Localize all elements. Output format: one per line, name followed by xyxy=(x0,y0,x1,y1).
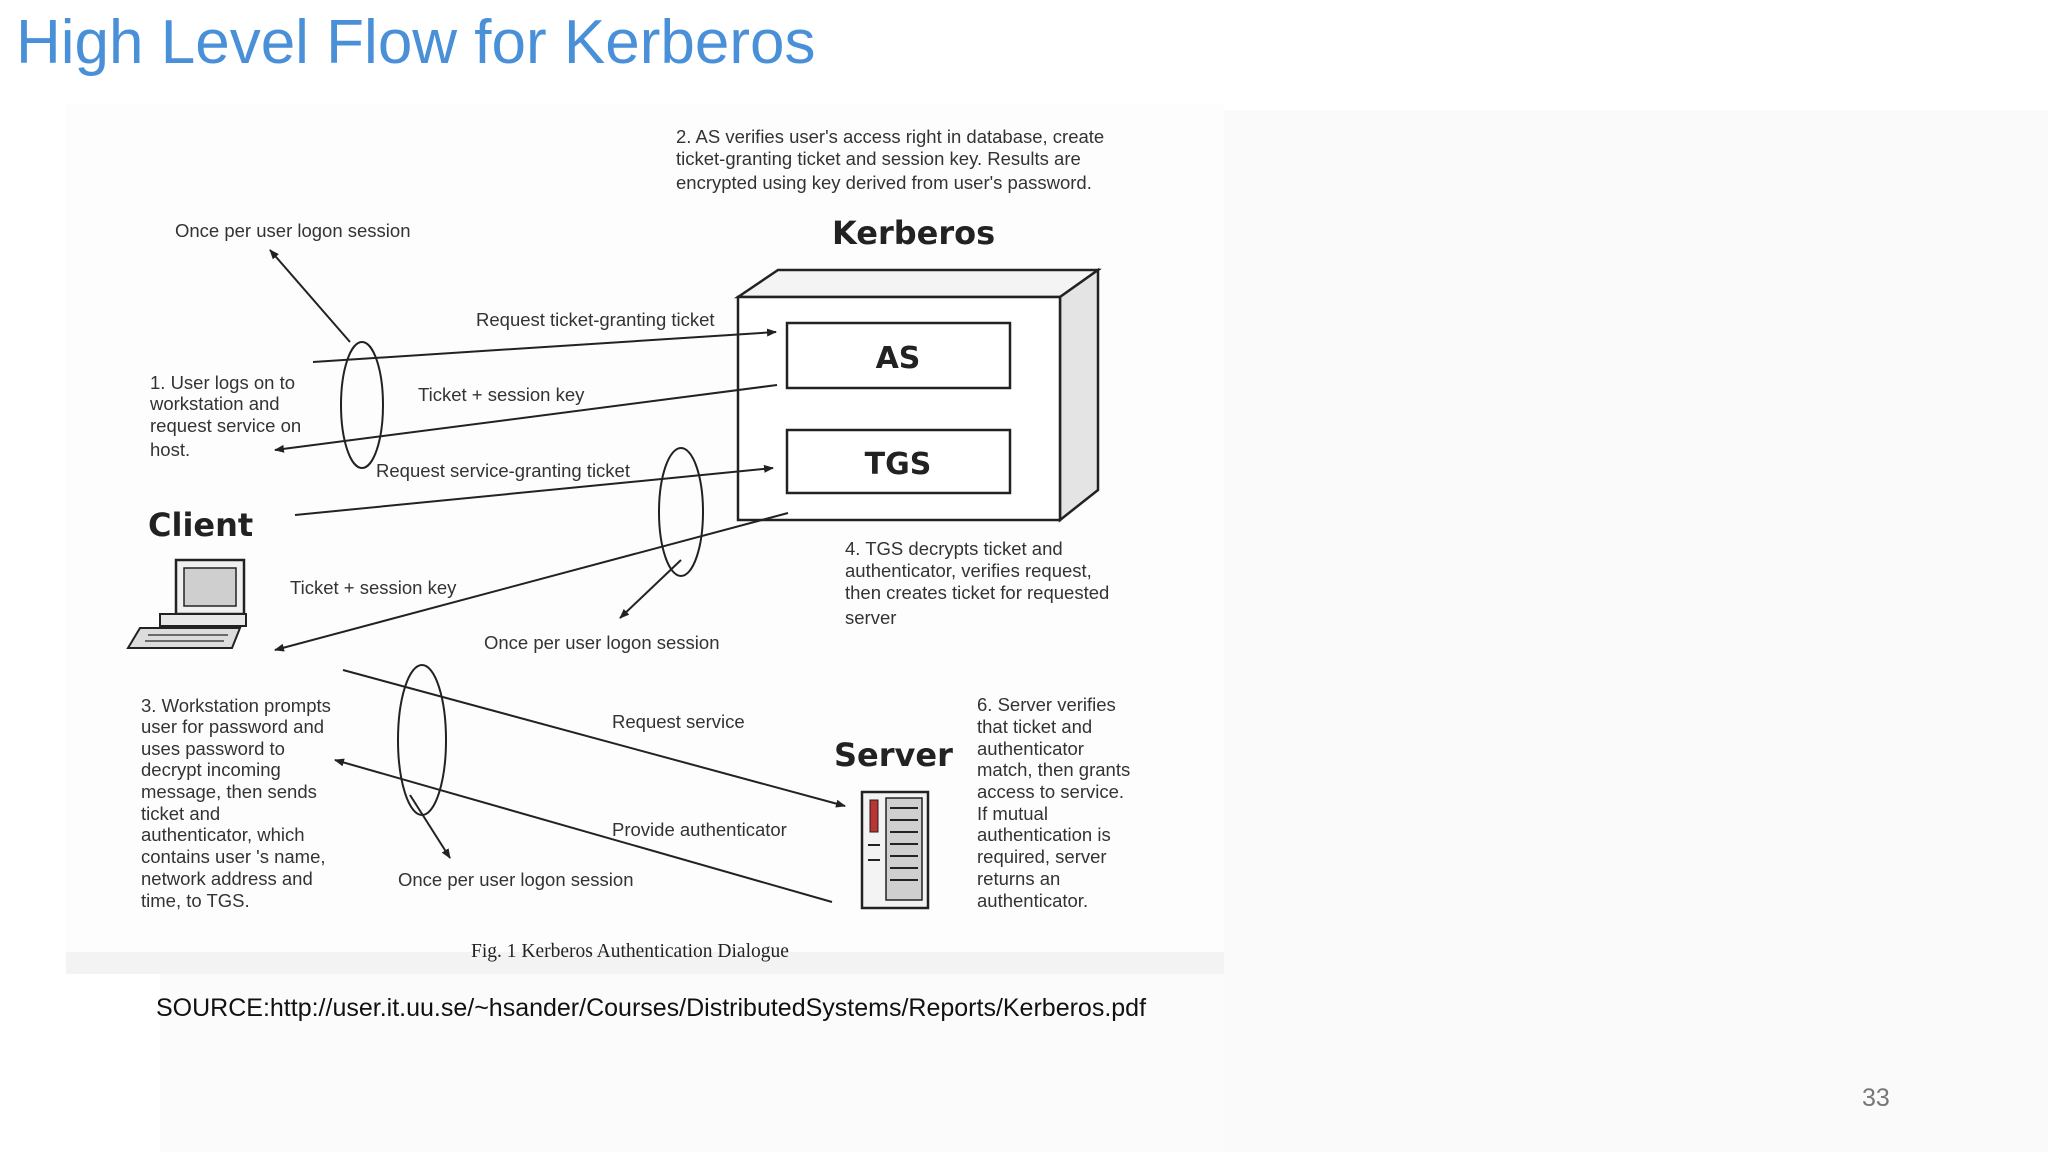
step4-note: 4. TGS decrypts ticket and authenticator… xyxy=(845,538,1114,628)
figure-panel xyxy=(66,104,1224,974)
step2-note: 2. AS verifies user's access right in da… xyxy=(676,126,1109,193)
kerberos-label: Kerberos xyxy=(832,214,995,252)
loop-pointer-arrow xyxy=(269,249,351,343)
once-per-logon-mid: Once per user logon session xyxy=(484,632,720,653)
request-tgt-label: Request ticket-granting ticket xyxy=(476,309,715,330)
background-region xyxy=(160,974,1224,1152)
request-tgt-arrow xyxy=(312,328,777,363)
step1-note: 1. User logs on to workstation and reque… xyxy=(149,372,306,460)
session-loop-ellipse xyxy=(397,664,447,816)
provide-authenticator-label: Provide authenticator xyxy=(612,819,787,840)
request-service-arrow xyxy=(342,669,846,808)
loop-pointer-arrow xyxy=(409,794,451,859)
step3-note: 3. Workstation prompts user for password… xyxy=(141,695,336,911)
computer-icon xyxy=(126,558,247,649)
page-number: 33 xyxy=(1862,1084,1890,1112)
ticket-session-key-label: Ticket + session key xyxy=(290,577,457,598)
server-label: Server xyxy=(834,736,953,774)
tgs-label: TGS xyxy=(865,447,932,482)
request-sgt-arrow xyxy=(294,464,774,516)
as-label: AS xyxy=(876,341,921,376)
provide-authenticator-arrow xyxy=(334,758,833,903)
session-loop-ellipse xyxy=(658,447,704,577)
session-loop-ellipse xyxy=(340,341,384,469)
as-box xyxy=(785,321,1012,390)
loop-pointer-arrow xyxy=(619,559,682,619)
client-label: Client xyxy=(148,506,253,544)
once-per-logon-top: Once per user logon session xyxy=(175,220,411,241)
request-service-label: Request service xyxy=(612,711,745,732)
request-sgt-label: Request service-granting ticket xyxy=(376,460,630,481)
source-citation: SOURCE:http://user.it.uu.se/~hsander/Cou… xyxy=(156,994,1147,1022)
background-region xyxy=(1224,110,2048,1152)
slide-title: High Level Flow for Kerberos xyxy=(16,8,816,77)
server-tower-icon xyxy=(860,790,930,910)
once-per-logon-bottom: Once per user logon session xyxy=(398,869,634,890)
ticket-session-key-arrow xyxy=(274,384,778,453)
step6-note: 6. Server verifies that ticket and authe… xyxy=(977,694,1135,911)
figure-caption: Fig. 1 Kerberos Authentication Dialogue xyxy=(471,941,789,962)
tgs-box xyxy=(785,428,1012,495)
ticket-session-key-label: Ticket + session key xyxy=(418,384,585,405)
